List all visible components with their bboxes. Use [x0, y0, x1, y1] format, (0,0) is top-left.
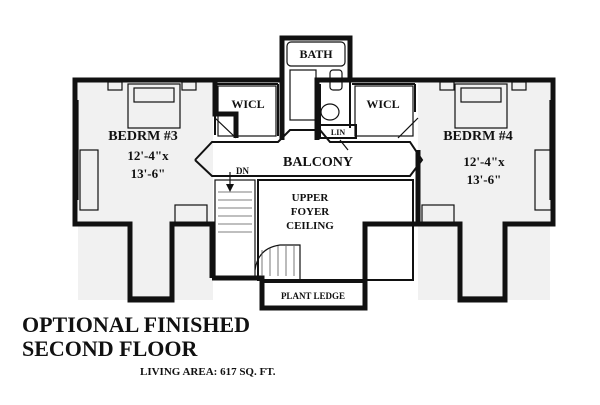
plant-ledge-label: PLANT LEDGE — [281, 291, 345, 301]
bedroom3-dim1: 12'-4"x — [127, 148, 169, 163]
wicl-right-label: WICL — [366, 97, 399, 111]
bath-label: BATH — [299, 47, 333, 61]
foyer-label-line3: CEILING — [286, 220, 334, 232]
bedroom3-dim2: 13'-6" — [131, 166, 166, 181]
stair-treads — [218, 172, 301, 280]
bedroom3-name: BEDRM #3 — [108, 129, 178, 144]
foyer-label-line1: UPPER — [292, 192, 330, 204]
lin-label: LIN — [331, 128, 345, 137]
wicl-left-label: WICL — [231, 97, 264, 111]
door-swings — [214, 117, 419, 151]
furniture — [79, 81, 552, 224]
title-line1: OPTIONAL FINISHED — [22, 312, 250, 337]
interior-walls — [194, 41, 424, 309]
stair-dn-label: DN — [236, 166, 249, 176]
bedroom4-dim2: 13'-6" — [467, 172, 502, 187]
room-shading — [78, 82, 550, 300]
windows — [77, 100, 551, 298]
bedroom4-name: BEDRM #4 — [443, 129, 513, 144]
living-area-label: LIVING AREA: 617 SQ. FT. — [140, 366, 276, 378]
title-line2: SECOND FLOOR — [22, 336, 199, 361]
bedroom4-dim1: 12'-4"x — [463, 154, 505, 169]
balcony-label: BALCONY — [283, 155, 353, 170]
foyer-label-line2: FOYER — [291, 206, 331, 218]
